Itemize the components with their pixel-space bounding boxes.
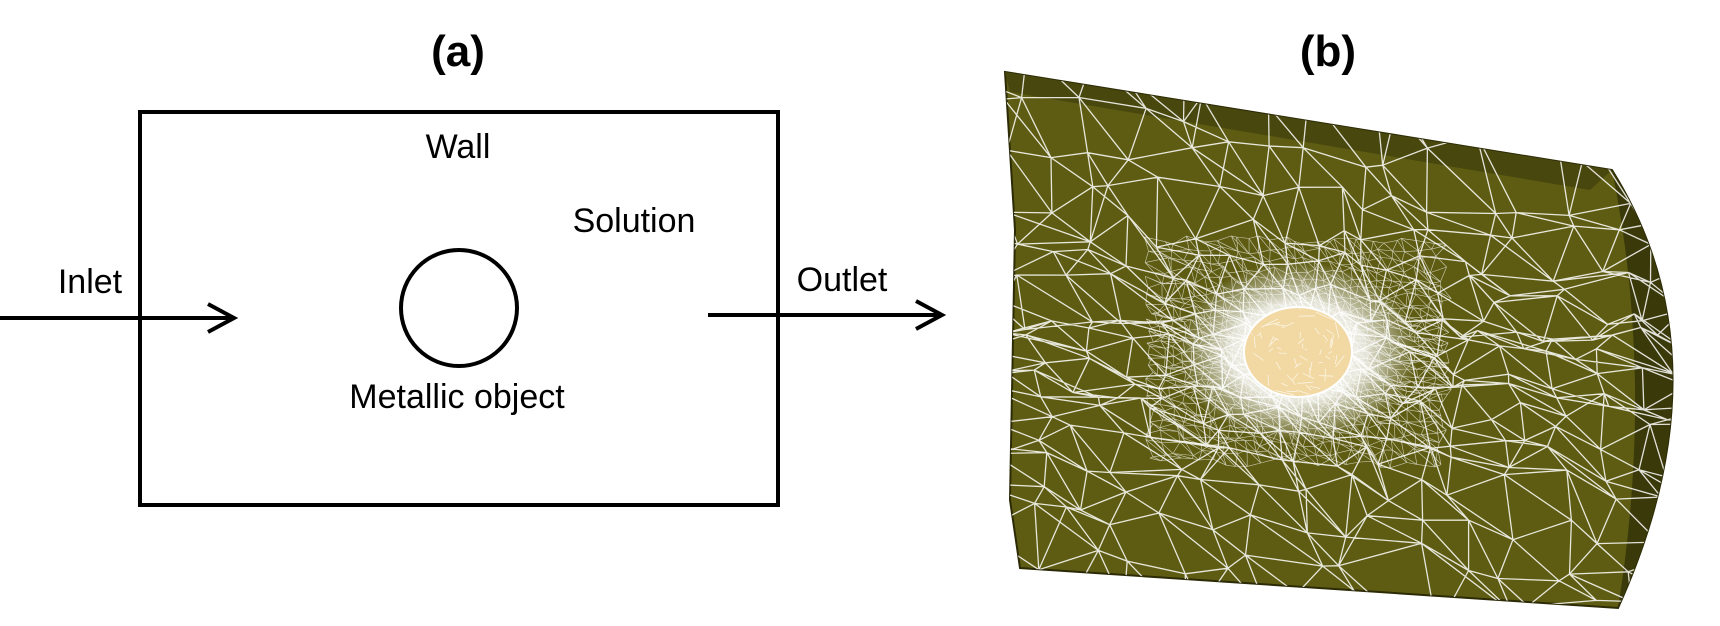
- solution-label: Solution: [573, 202, 696, 240]
- domain-boundary: [138, 110, 780, 507]
- outlet-label: Outlet: [797, 261, 888, 299]
- mesh-geometry: [1003, 70, 1674, 610]
- wall-label: Wall: [426, 128, 491, 166]
- metallic-object-label: Metallic object: [349, 378, 565, 416]
- object-surface-edges: [1250, 308, 1345, 396]
- panel-b: (b): [1003, 27, 1674, 610]
- mesh-object-wireframe: [1250, 308, 1345, 396]
- inlet-arrow: [0, 302, 239, 334]
- panel-b-label: (b): [1300, 27, 1356, 76]
- panel-a: (a) Wall Solution Inlet Outlet Metallic …: [0, 27, 947, 507]
- mesh-top-face: [1005, 72, 1612, 190]
- outlet-arrow: [708, 299, 947, 331]
- metallic-object-circle: [399, 248, 519, 368]
- inlet-label: Inlet: [58, 263, 123, 301]
- panel-a-label: (a): [431, 27, 485, 76]
